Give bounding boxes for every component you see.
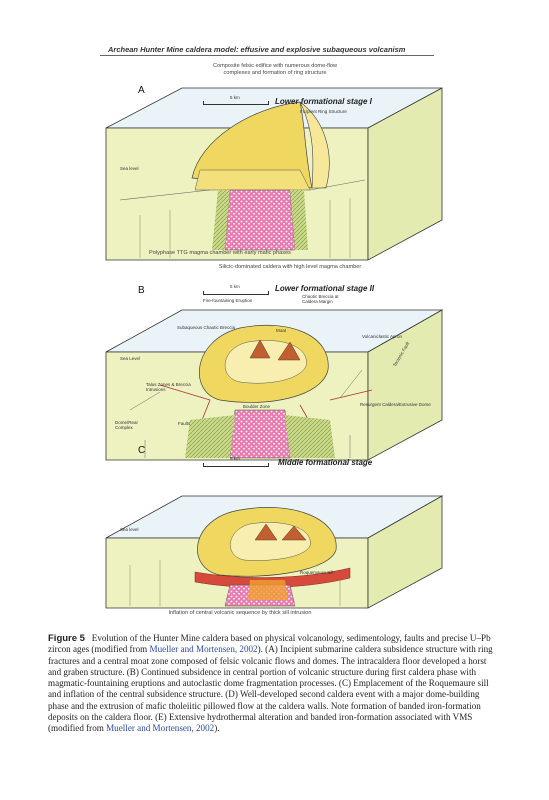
panel-b-label-fire-fountaining: Fire-fountaining Eruption [203, 298, 253, 303]
caption-text-1: Evolution of the Hunter Mine caldera bas… [48, 633, 491, 655]
caption-text-3: ). [214, 723, 220, 733]
panel-c-diagram [105, 495, 444, 609]
panel-b-letter: B [138, 285, 145, 296]
panel-b-label-talus-zones: Talus Zones & Breccia Intrusions [146, 382, 191, 392]
panel-b-label-resurgent-caldera: Resurgent Caldera/Extrusive Dome [360, 402, 431, 407]
panel-a-label-ring-structure: Incipient Ring Structure [300, 109, 347, 114]
panel-b-scale-label: 5 km [230, 284, 240, 289]
panel-b-stage-label: Lower formational stage II [275, 284, 375, 293]
panel-b-scale-bar [203, 291, 269, 295]
caption-reference-link-2[interactable]: Mueller and Mortensen, 2002 [106, 723, 215, 733]
panel-a-label-sea-level: Sea level [120, 166, 139, 171]
caption-reference-link-1[interactable]: Mueller and Mortensen, 2002 [149, 644, 258, 655]
panel-c-label-roquemaure-sill: Roquemaure Sill [300, 570, 334, 575]
panel-c-letter: C [138, 445, 146, 456]
figure-title: Archean Hunter Mine caldera model: effus… [100, 44, 434, 56]
panel-a-top-caption: Composite felsic edifice with numerous d… [212, 63, 338, 76]
figure-label: Figure 5 [48, 633, 85, 644]
panel-b-top-caption: Silicic-dominated caldera with high leve… [218, 264, 362, 270]
panel-c-label-sea-level: Sea level [120, 527, 139, 532]
panel-c-scale-bar [203, 463, 269, 467]
caption-text-2: ). (A) Incipient submarine caldera subsi… [48, 644, 493, 733]
panel-b-label-faults: Faults [178, 421, 191, 426]
panel-c-stage-label: Middle formational stage [278, 458, 373, 467]
panel-b-label-dome-complex: Dome/Rear Complex [115, 420, 139, 430]
caldera-figure [105, 87, 444, 609]
panel-c-bottom-caption: Inflation of central volcanic sequence b… [168, 610, 312, 616]
panel-a-scale-bar [203, 101, 269, 105]
panel-a-letter: A [138, 85, 145, 96]
panel-b-label-subaqueous-breccia: Subaqueous Chaotic Breccia [177, 325, 236, 330]
panel-a-diagram [105, 87, 443, 261]
panel-a-stage-label: Lower formational stage I [275, 97, 372, 106]
figure-caption: Figure 5 Evolution of the Hunter Mine ca… [48, 633, 500, 734]
panel-b-label-boulder-zone: Boulder Zone [243, 404, 271, 409]
panel-a-bottom-caption: Polyphase TTG magma chamber with early m… [149, 250, 291, 256]
panel-b-diagram [105, 309, 444, 461]
panel-a-scale-label: 5 km [230, 95, 240, 100]
panel-b-label-chaotic-breccia: Chaotic Breccia at Caldera Margin [302, 294, 339, 304]
panel-b-label-volcaniclastic-apron: Volcaniclastic Apron [362, 334, 403, 339]
panel-b-label-moat: Moat [276, 328, 287, 333]
panel-b-label-sea-level: Sea Level [120, 356, 141, 361]
panel-c-scale-label: 5 km [230, 456, 240, 461]
